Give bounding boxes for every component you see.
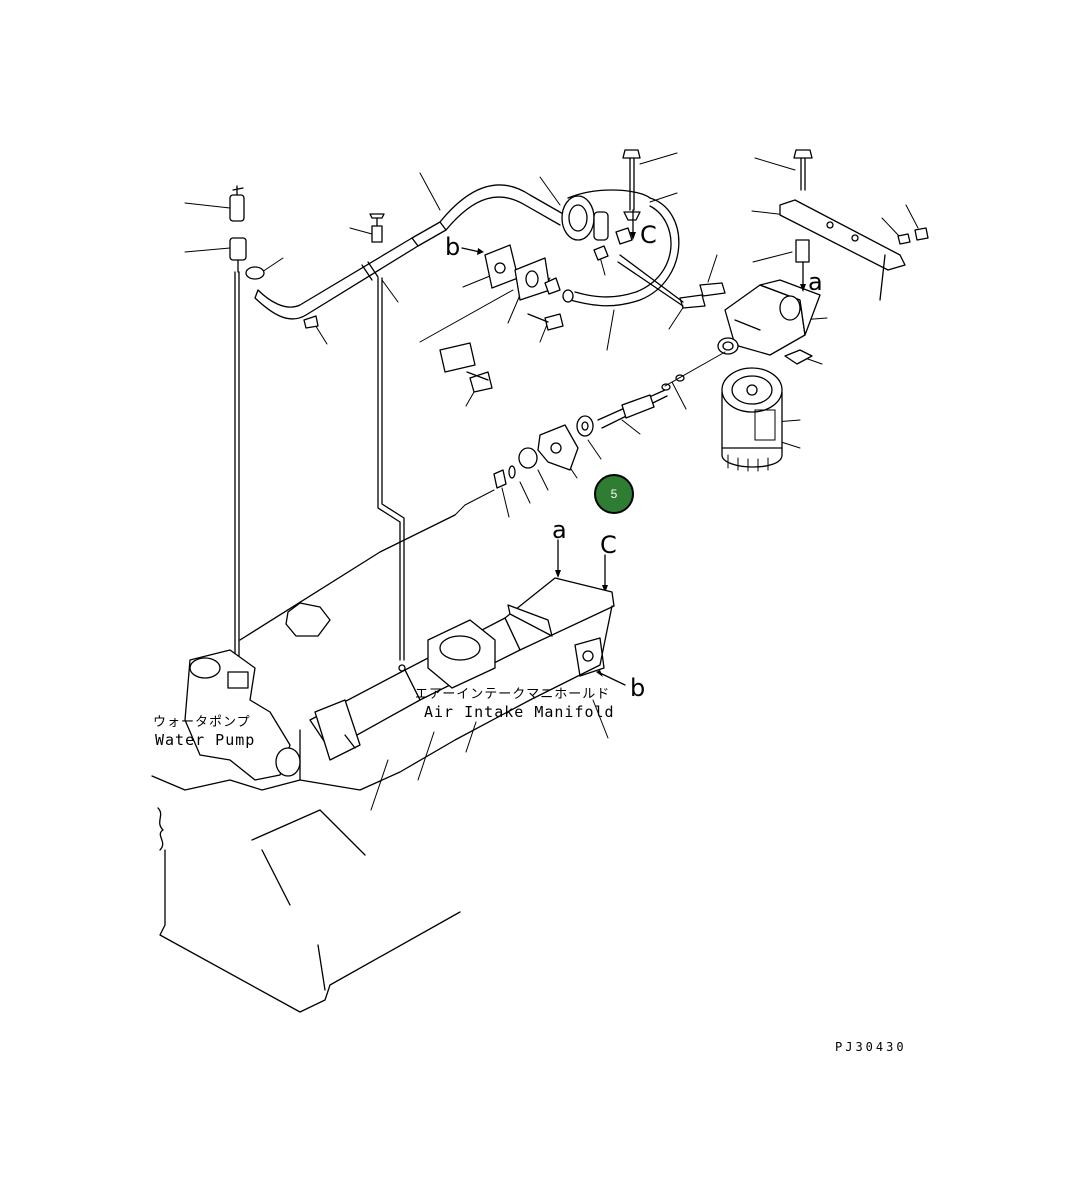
fittings (593, 227, 726, 309)
water-pump-label-en: Water Pump (155, 731, 255, 749)
ref-letter-c-top: C (640, 221, 657, 249)
reference-arrows (461, 209, 806, 686)
water-hose-loop (561, 189, 680, 307)
water-pump (184, 649, 406, 781)
ref-letter-b-top: b (445, 233, 460, 261)
gasket-plates (419, 244, 564, 393)
ref-letter-b-bottom: b (630, 674, 645, 702)
ref-letter-c-bottom: C (600, 531, 617, 559)
manifold-label-jp: エアーインテークマニホールド (415, 687, 610, 702)
drawing-code: PJ30430 (835, 1040, 907, 1054)
water-hose-left (254, 184, 566, 329)
filter-bracket (779, 199, 929, 301)
water-pump-label-jp: ウォータポンプ (153, 715, 251, 730)
bolt-top-center (622, 149, 641, 221)
water-outlet-fitting (229, 185, 265, 280)
bolt-top-right (793, 149, 813, 191)
ref-letter-a-bottom: a (552, 516, 567, 544)
shaft-assembly (454, 351, 726, 516)
filter-head (717, 279, 821, 365)
ref-letter-a-top: a (808, 268, 823, 296)
engine-block-outline (151, 775, 461, 1013)
callout-number: 5 (611, 487, 618, 501)
callout-5[interactable]: 5 (594, 474, 634, 514)
air-intake-manifold (239, 514, 615, 791)
oil-filter (721, 367, 783, 472)
water-tube (234, 271, 405, 681)
manifold-label-en: Air Intake Manifold (424, 703, 615, 721)
